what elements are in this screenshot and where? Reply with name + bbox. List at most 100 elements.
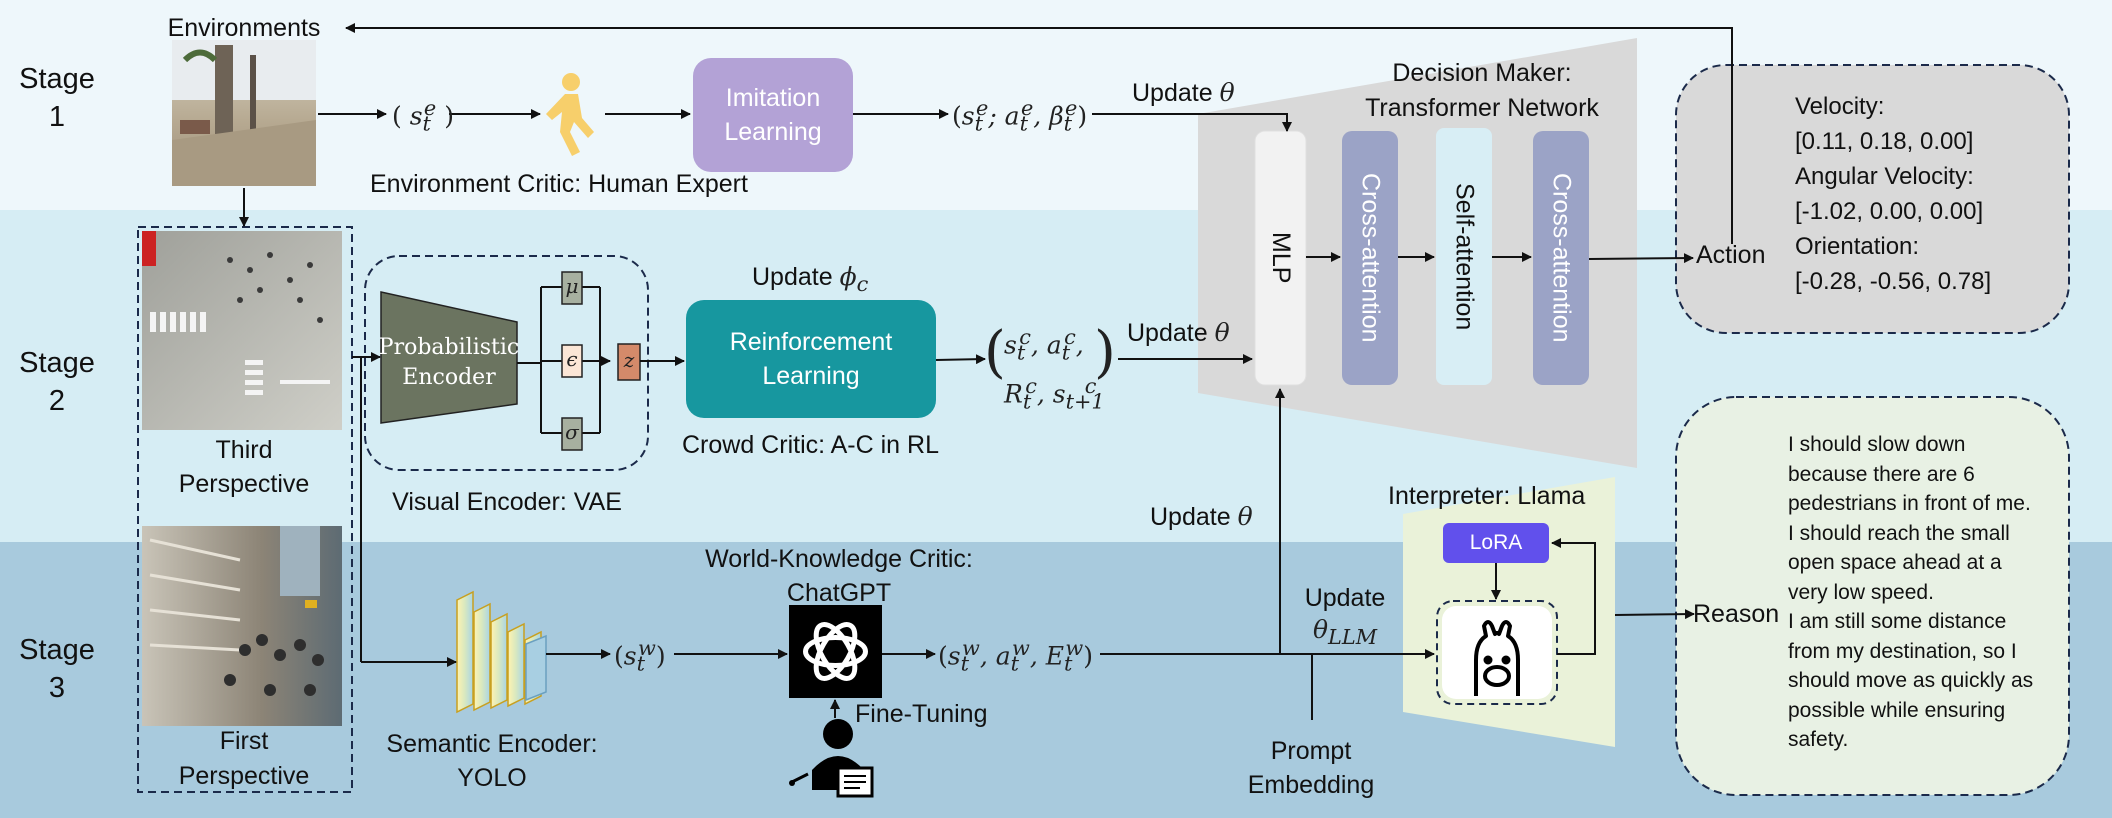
probabilistic-encoder-shape — [380, 291, 518, 424]
semantic-encoder-line2: YOLO — [457, 764, 527, 792]
perspective-group-border — [137, 226, 353, 793]
reason-line-8: from my destination, so I — [1788, 639, 2017, 663]
stage-3-label: Stage 3 — [19, 631, 95, 707]
sigma-symbol: σ — [565, 420, 579, 444]
update-llm-label: Update θLLM — [1304, 584, 1386, 649]
z-symbol: z — [623, 348, 635, 372]
self-attention-label: Self-attention — [1450, 182, 1479, 331]
stage-2-number: 2 — [48, 385, 66, 417]
stage-1-number: 1 — [48, 101, 66, 133]
interpreter-label: Interpreter: Llama — [1388, 482, 1586, 510]
update-theta-2: Update θ — [1127, 318, 1230, 347]
reason-line-9: should move as quickly as — [1788, 669, 2034, 692]
environment-image — [172, 40, 316, 186]
arrow-llama-to-reason — [1614, 609, 1695, 620]
action-velocity-label: Velocity: — [1795, 93, 1885, 120]
action-velocity-value: [0.11, 0.18, 0.00] — [1795, 128, 1974, 155]
third-perspective-label: Third Perspective — [179, 433, 310, 501]
world-knowledge-critic-line2: ChatGPT — [786, 579, 892, 607]
llama-box-border — [1436, 600, 1558, 705]
stage-3-word: Stage — [19, 634, 95, 666]
decision-maker-line2: Transformer Network — [1365, 94, 1599, 122]
probabilistic-encoder-text: Probabilistic Encoder — [378, 322, 520, 404]
expert-tuple-formula: (ste; ate, βte) — [952, 96, 1088, 136]
lora-box — [1443, 523, 1549, 563]
action-angular-velocity-value: [-1.02, 0.00, 0.00] — [1795, 198, 1984, 225]
expert-state-formula: ( ste ) — [392, 96, 454, 136]
update-theta-1-word: Update — [1132, 79, 1213, 107]
vae-dashed-border — [364, 255, 649, 471]
person-at-laptop-icon — [789, 719, 874, 798]
transformer-trapezoid — [1198, 38, 1637, 468]
stage-2-label: Stage 2 — [19, 344, 95, 420]
stage-1-label: Stage 1 — [19, 60, 95, 136]
semantic-state-formula: (stw) — [614, 636, 666, 676]
third-perspective-line2: Perspective — [178, 470, 310, 498]
prompt-embedding-line2: Embedding — [1247, 771, 1375, 799]
reason-line-4: I should reach the small — [1788, 521, 2010, 545]
reason-line-10: possible while ensuring — [1788, 698, 2006, 722]
third-perspective-image — [142, 231, 342, 430]
update-phi-word: Update — [752, 263, 833, 291]
arrow-tuple-to-mlp — [1092, 113, 1292, 132]
cross-attention-label-1: Cross-attention — [1356, 173, 1385, 343]
crowd-tuple-formula: ( stc, atc, Rtc, st+1c ) — [984, 320, 1116, 414]
action-label: Action — [1696, 241, 1766, 269]
update-theta-2-word: Update — [1127, 319, 1208, 347]
reinforcement-learning-text: Reinforcement Learning — [686, 300, 936, 418]
fine-tuning-label: Fine-Tuning — [855, 700, 988, 728]
vae-connectors — [517, 286, 611, 434]
mu-symbol: μ — [565, 274, 579, 298]
action-orientation-value: [-0.28, -0.56, 0.78] — [1795, 268, 1992, 295]
arrow-cross2-to-action — [1588, 253, 1694, 264]
crowd-critic-label: Crowd Critic: A-C in RL — [682, 431, 939, 459]
update-llm-word: Update — [1304, 584, 1386, 612]
update-theta-1: Update θ — [1132, 78, 1235, 107]
first-perspective-line2: Perspective — [178, 762, 310, 790]
action-output: Velocity: [0.11, 0.18, 0.00] Angular Vel… — [1795, 89, 1991, 299]
reason-line-1: I should slow down — [1788, 433, 1966, 456]
probabilistic-encoder-line1: Probabilistic — [378, 335, 520, 360]
reason-line-3: pedestrians in front of me. — [1788, 492, 2031, 515]
environments-label: Environments — [167, 14, 321, 42]
reason-panel — [1675, 396, 2070, 796]
action-panel — [1675, 64, 2070, 334]
decision-maker-line1: Decision Maker: — [1392, 59, 1572, 87]
arrow-rl-to-tuple — [935, 354, 986, 365]
imitation-learning-text: Imitation Learning — [693, 58, 853, 172]
reinforcement-learning-label: Reinforcement Learning — [729, 328, 893, 390]
world-tuple-formula: (stw, atw, Etw) — [938, 636, 1093, 676]
reinforcement-learning-box — [686, 300, 936, 418]
decision-maker-title: Decision Maker: Transformer Network — [1365, 56, 1599, 126]
self-attention-box — [1436, 128, 1492, 385]
reason-line-5: open space ahead at a — [1788, 551, 2002, 574]
prompt-embedding-line1: Prompt — [1270, 737, 1352, 765]
prompt-embedding-label: Prompt Embedding — [1248, 734, 1374, 802]
action-angular-velocity-label: Angular Velocity: — [1795, 163, 1974, 190]
probabilistic-encoder-line2: Encoder — [402, 365, 496, 390]
first-perspective-line1: First — [219, 727, 269, 755]
semantic-encoder-label: Semantic Encoder: YOLO — [386, 727, 597, 795]
reason-label: Reason — [1693, 600, 1780, 628]
cross-attention-label-2: Cross-attention — [1547, 173, 1576, 343]
imitation-learning-label: Imitation Learning — [724, 84, 822, 146]
sigma-box — [561, 417, 583, 451]
epsilon-symbol: ϵ — [566, 347, 578, 371]
world-knowledge-critic-label: World-Knowledge Critic: ChatGPT — [705, 542, 973, 610]
update-phi-label: Update ϕc — [752, 262, 869, 296]
connectors — [239, 23, 1733, 720]
yolo-encoder-shape — [456, 590, 547, 714]
mlp-label: MLP — [1267, 232, 1295, 284]
imitation-learning-box — [693, 58, 853, 172]
mu-box — [561, 271, 583, 305]
llama-icon-bg — [1442, 606, 1552, 699]
openai-logo-icon — [789, 605, 882, 698]
semantic-encoder-line1: Semantic Encoder: — [386, 730, 598, 758]
first-perspective-label: First Perspective — [179, 724, 310, 794]
world-knowledge-critic-line1: World-Knowledge Critic: — [705, 545, 973, 573]
lora-label: LoRA — [1469, 531, 1523, 554]
update-theta-3-word: Update — [1150, 503, 1231, 531]
reason-line-11: safety. — [1788, 728, 1849, 751]
reason-line-2: because there are 6 — [1788, 462, 1975, 486]
